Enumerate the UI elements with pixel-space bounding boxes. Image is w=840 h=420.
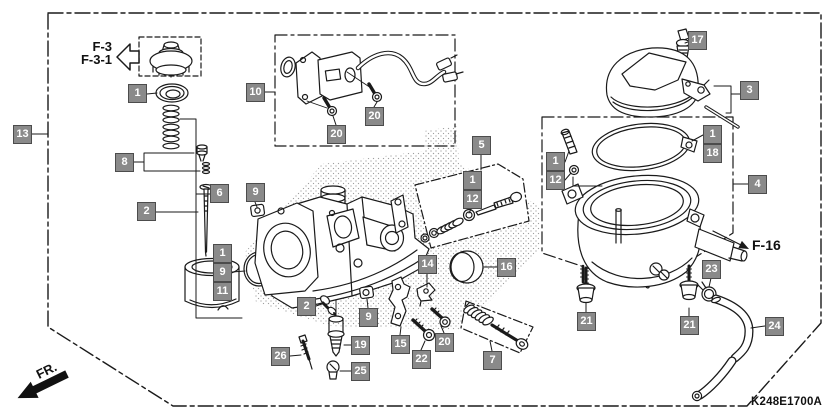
main-jet-assembly bbox=[327, 299, 345, 357]
part-label-17: 17 bbox=[688, 31, 707, 50]
part-label-25: 25 bbox=[351, 362, 370, 381]
bracket-15 bbox=[388, 276, 411, 327]
part-label-23: 23 bbox=[702, 260, 721, 279]
part-label-19: 19 bbox=[351, 336, 370, 355]
cable-clamp bbox=[416, 282, 436, 307]
slow-jet bbox=[298, 334, 313, 370]
part-label-20: 20 bbox=[435, 333, 454, 352]
part-label-12: 12 bbox=[546, 171, 565, 190]
drain-tube bbox=[691, 294, 754, 402]
part-label-1: 1 bbox=[463, 171, 482, 190]
part-label-16: 16 bbox=[497, 258, 516, 277]
diagram-code: K248E1700A bbox=[751, 396, 823, 408]
top-cap bbox=[149, 41, 193, 78]
drain-screw-21-left bbox=[576, 266, 596, 304]
part-label-3: 3 bbox=[740, 81, 759, 100]
part-label-6: 6 bbox=[210, 184, 229, 203]
float-valve-set bbox=[560, 128, 580, 176]
long-screw bbox=[199, 183, 213, 257]
part-label-22: 22 bbox=[412, 350, 431, 369]
drain-screw-25 bbox=[326, 360, 340, 380]
cap-reference-box bbox=[138, 36, 202, 77]
nut-9-upper bbox=[250, 203, 266, 218]
screw-spring-kit-7 bbox=[463, 302, 529, 350]
screw-20-lower bbox=[430, 307, 451, 328]
part-label-9: 9 bbox=[359, 308, 378, 327]
jet-needle-kit bbox=[420, 191, 523, 243]
part-label-20: 20 bbox=[327, 125, 346, 144]
reference-block: F-3 F-3-1 bbox=[58, 40, 112, 66]
part-label-5: 5 bbox=[472, 136, 491, 155]
part-label-1: 1 bbox=[703, 125, 722, 144]
seal-washer-1 bbox=[155, 83, 189, 103]
chamber-cover bbox=[605, 47, 711, 118]
reference-f3-1: F-3-1 bbox=[80, 52, 112, 67]
part-label-10: 10 bbox=[246, 83, 265, 102]
part-label-2: 2 bbox=[297, 297, 316, 316]
part-label-1: 1 bbox=[213, 244, 232, 263]
auto-choke-solenoid bbox=[280, 50, 464, 117]
part-label-21: 21 bbox=[577, 312, 596, 331]
float-pin bbox=[704, 105, 740, 129]
part-label-21: 21 bbox=[680, 316, 699, 335]
part-label-24: 24 bbox=[765, 317, 784, 336]
solenoid-group-box bbox=[274, 34, 456, 147]
part-label-1: 1 bbox=[128, 84, 147, 103]
part-label-8: 8 bbox=[115, 153, 134, 172]
part-label-7: 7 bbox=[483, 351, 502, 370]
diagram-border bbox=[47, 12, 822, 407]
part-label-12: 12 bbox=[463, 190, 482, 209]
part-label-9: 9 bbox=[246, 183, 265, 202]
part-label-4: 4 bbox=[748, 175, 767, 194]
f16-arrow bbox=[712, 230, 749, 249]
part-label-26: 26 bbox=[271, 347, 290, 366]
compression-spring bbox=[162, 104, 180, 150]
drain-screw-21-right bbox=[679, 264, 699, 301]
part-label-20: 20 bbox=[365, 107, 384, 126]
part-label-9: 9 bbox=[213, 263, 232, 282]
diaphragm-cup bbox=[449, 250, 484, 284]
reference-f3: F-3 bbox=[92, 39, 113, 54]
fr-arrow-icon bbox=[17, 370, 69, 399]
screw-22 bbox=[411, 318, 436, 342]
part-label-18: 18 bbox=[703, 144, 722, 163]
reference-f16: F-16 bbox=[752, 237, 781, 253]
chamber-gasket bbox=[591, 122, 698, 172]
part-label-15: 15 bbox=[391, 335, 410, 354]
part-label-11: 11 bbox=[213, 282, 232, 301]
part-label-14: 14 bbox=[418, 255, 437, 274]
float-chamber-bowl bbox=[561, 174, 748, 288]
part-label-13: 13 bbox=[13, 125, 32, 144]
leader-lines bbox=[31, 41, 766, 372]
throttle-stop-screw bbox=[196, 144, 211, 175]
f3-arrow-icon bbox=[116, 43, 140, 71]
part-label-1: 1 bbox=[546, 152, 565, 171]
nut-9-lower bbox=[359, 285, 375, 300]
part-label-2: 2 bbox=[137, 202, 156, 221]
